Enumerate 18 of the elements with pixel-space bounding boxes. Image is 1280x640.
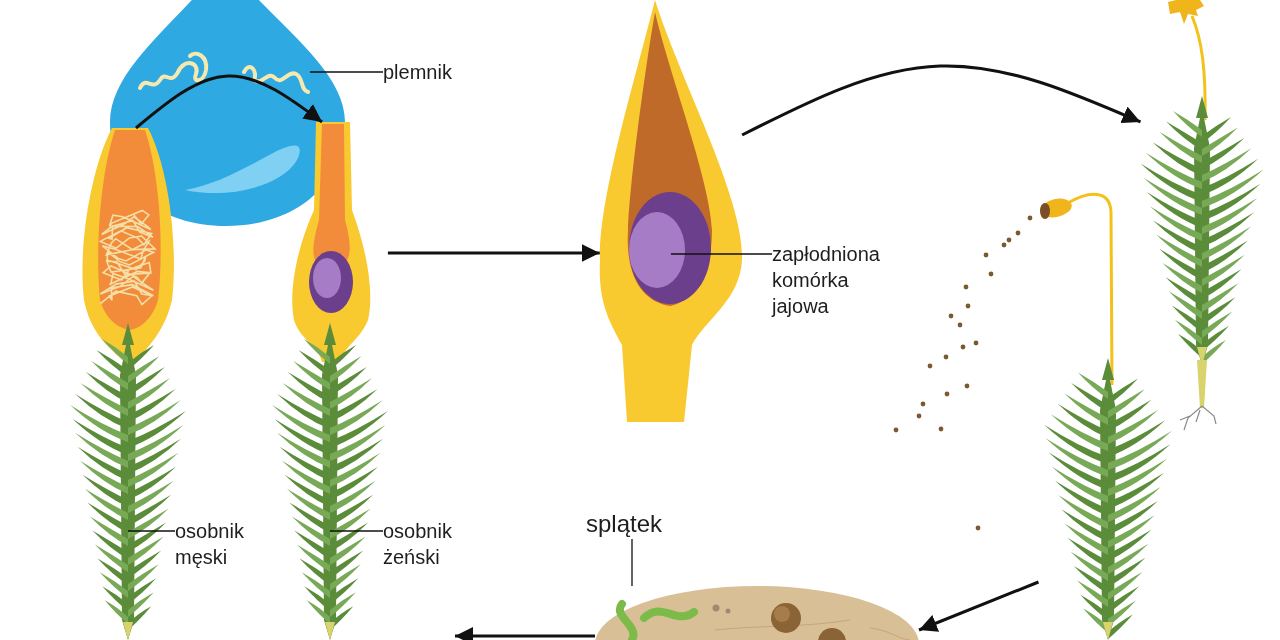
moss-with-capsule-drawing — [1140, 0, 1264, 431]
arrow — [918, 580, 1040, 632]
arrow — [455, 627, 595, 640]
label-text: plemnik — [383, 59, 452, 85]
label-text: osobnik żeński — [383, 518, 473, 570]
protonema-on-soil-drawing — [595, 586, 919, 640]
label-text: osobnik męski — [175, 518, 265, 570]
moss-releasing-spores-drawing — [1040, 192, 1172, 640]
archegonium-drawing — [599, 0, 742, 422]
label-text: zapłodniona komórka jajowa — [772, 241, 902, 319]
label-text: splątek — [586, 509, 663, 539]
leader-line — [309, 71, 384, 73]
arrow — [741, 64, 1142, 137]
leader-line — [631, 538, 633, 587]
leader-line — [670, 253, 773, 255]
arrow — [135, 74, 323, 130]
arrow — [387, 244, 600, 262]
leader-line — [127, 530, 176, 532]
